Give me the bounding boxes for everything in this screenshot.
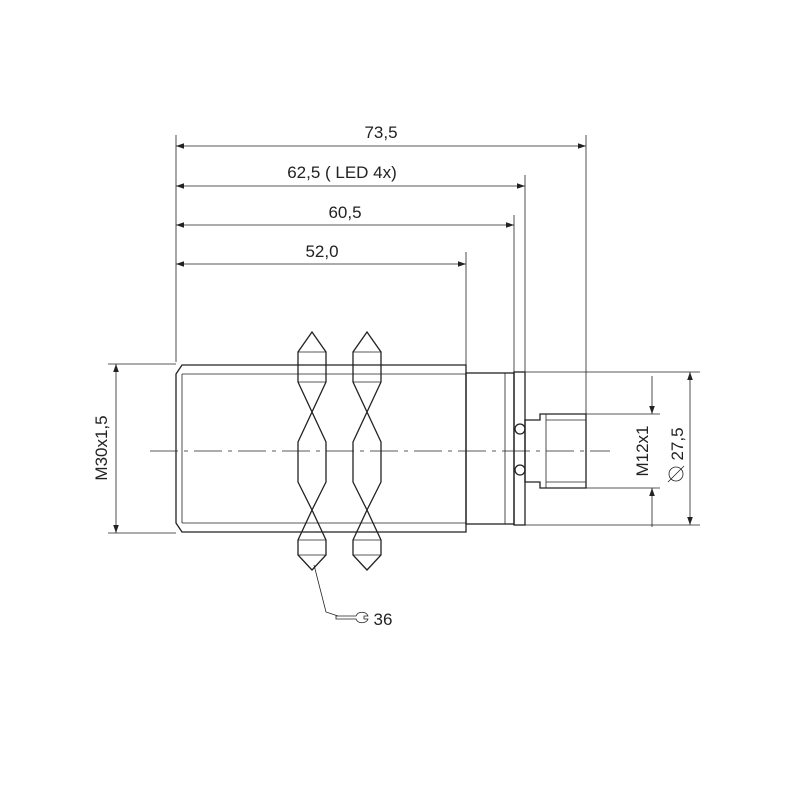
wrench-icon	[335, 611, 369, 624]
dimension-lines	[176, 143, 586, 267]
label-diameter: 27,5	[668, 427, 687, 460]
diameter-symbol-icon	[667, 465, 685, 483]
label-wrench-size: 36	[374, 610, 393, 629]
hex-nut-left	[297, 330, 327, 571]
label-connector-thread: M12x1	[633, 425, 652, 476]
label-thread-spec: M30x1,5	[92, 415, 111, 480]
hex-nut-right	[352, 330, 382, 571]
wrench-leader	[313, 564, 339, 617]
diameter-dimension	[525, 371, 700, 526]
extension-lines	[175, 135, 587, 418]
thread-diameter-dimension	[108, 363, 176, 534]
label-overall-length: 73,5	[364, 123, 397, 142]
label-length-60: 60,5	[328, 203, 361, 222]
label-thread-length: 52,0	[305, 242, 338, 261]
label-led-length: 62,5 ( LED 4x)	[287, 163, 397, 182]
led-window-lower	[514, 464, 526, 476]
sensor-body	[175, 364, 467, 533]
connector-thread-dimension	[586, 376, 660, 527]
rear-housing	[465, 371, 526, 526]
led-window-upper	[514, 423, 526, 435]
